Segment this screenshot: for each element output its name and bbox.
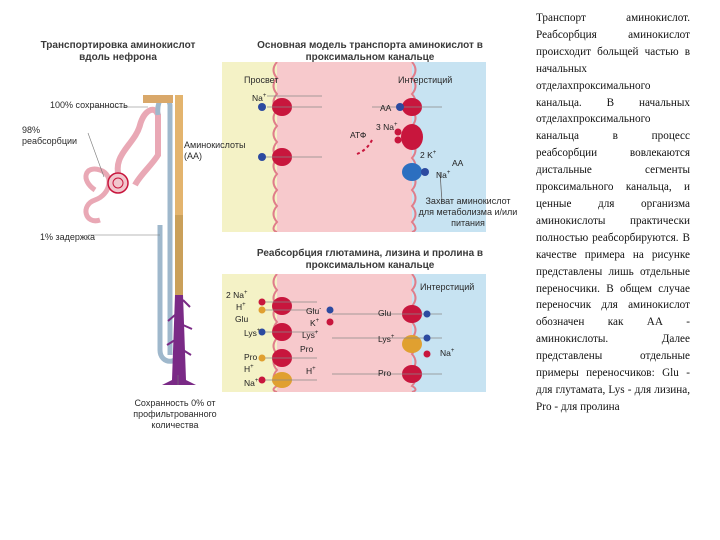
label-0-percent: Сохранность 0% от профильтрованного коли… — [133, 398, 217, 430]
atp-label: АТФ — [350, 130, 367, 140]
tubular-cell — [277, 62, 412, 232]
ion-lys-3: Lys+ — [378, 334, 395, 344]
ion-pro-3: Pro — [378, 368, 392, 378]
glu-transporter — [272, 297, 292, 315]
distal-segment — [143, 95, 173, 103]
description-paragraph: Транспорт аминокислот. Реабсорбция амино… — [536, 12, 690, 413]
ion-na-1: Na+ — [244, 378, 259, 388]
ion-lys-1: Lys+ — [244, 328, 261, 338]
na-label-right: Na+ — [436, 170, 451, 180]
top-transport-diagram — [222, 62, 486, 232]
ion-pro-2: Pro — [300, 344, 314, 354]
bottom-transport-diagram — [222, 274, 486, 392]
label-100-percent: 100% сохранность — [50, 100, 128, 110]
lys-exit — [402, 335, 422, 353]
ion-k: K+ — [310, 318, 320, 328]
ion-h-3: H+ — [306, 366, 316, 376]
basolateral-transporter-na-aa — [402, 163, 422, 181]
amino-acids-label: Аминокислоты (АА) — [184, 140, 246, 161]
na-ion-top: Na+ — [252, 93, 267, 103]
ion-pro-1: Pro — [244, 352, 258, 362]
k2-label: 2 K+ — [420, 150, 437, 160]
capture-label: Захват аминокислот для метаболизма и/или… — [418, 196, 518, 228]
ion-glu-1: Glu — [235, 314, 249, 324]
ion-h-1: H+ — [236, 302, 246, 312]
nephron-diagram — [83, 95, 196, 385]
na-k-atpase — [401, 124, 423, 150]
convoluted-loop — [83, 166, 112, 224]
interstitium-label-top: Интерстиций — [398, 75, 453, 85]
ion-lys-2: Lys+ — [302, 330, 319, 340]
label-98-percent: 98% реабсорбции — [22, 125, 78, 146]
collecting-duct-mid — [175, 215, 183, 295]
collecting-duct-upper — [175, 95, 183, 215]
ion-glu-3: Glu — [378, 308, 392, 318]
glomerulus — [107, 172, 129, 194]
lumen-label: Просвет — [244, 75, 279, 85]
label-1-percent: 1% задержка — [40, 232, 96, 242]
nephron-title: Транспортировка аминокислот вдоль нефрон… — [40, 40, 196, 63]
aa-label-top: АА — [380, 103, 392, 113]
ion-glu-2: Glu- — [306, 306, 322, 316]
top-panel-title: Основная модель транспорта аминокислот в… — [257, 40, 483, 63]
aa-label-right: АА — [452, 158, 464, 168]
ion-h-2: H+ — [244, 364, 254, 374]
na3-label: 3 Na+ — [376, 122, 398, 132]
bottom-panel-title: Реабсорбция глютамина, лизина и пролина … — [256, 248, 484, 271]
proximal-tubule — [114, 106, 161, 187]
ion-2na: 2 Na+ — [226, 290, 248, 300]
interstitium-label-bottom: Интерстиций — [420, 282, 475, 292]
collecting-duct-lower — [162, 295, 196, 385]
ion-na-2: Na+ — [440, 348, 455, 358]
